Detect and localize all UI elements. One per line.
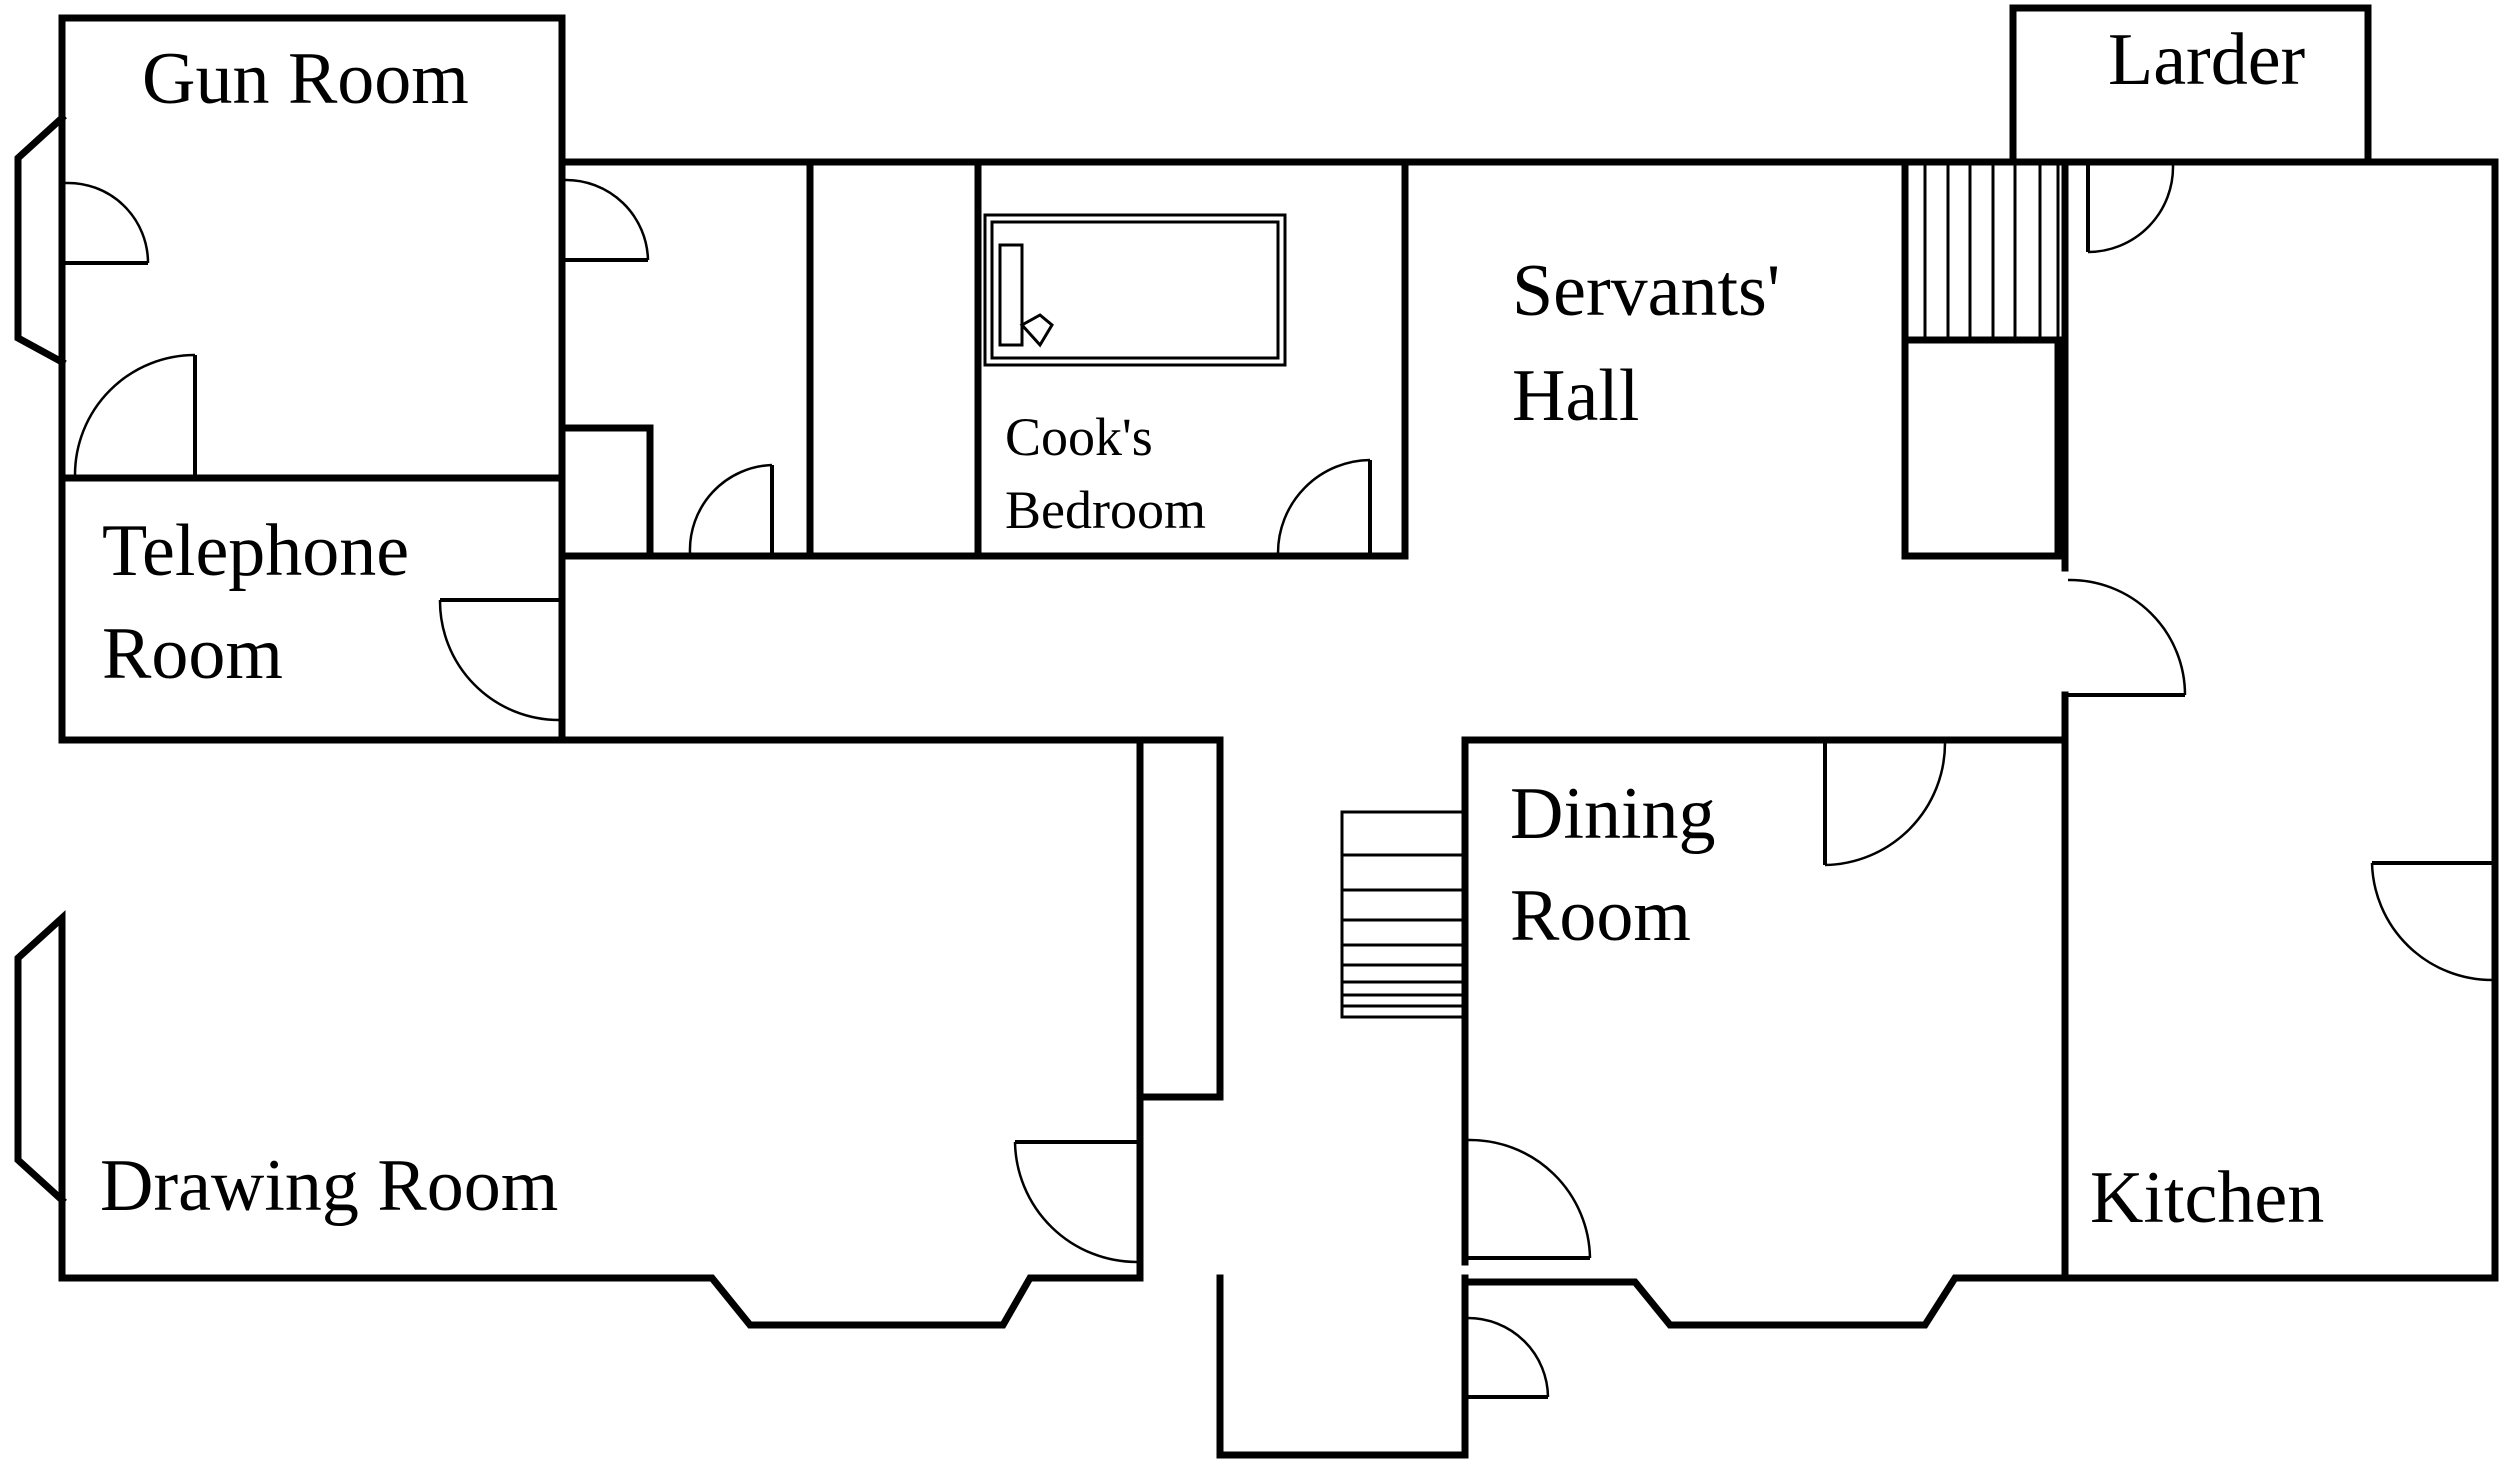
door-icon xyxy=(1013,1140,1138,1264)
wall-closet-1 xyxy=(558,424,654,560)
room-label-telephone-room-line2: Room xyxy=(102,613,283,695)
door-icon xyxy=(64,181,150,265)
door-icon xyxy=(2370,861,2493,982)
door-icon xyxy=(2086,164,2175,254)
door-icon xyxy=(1276,458,1372,554)
wall-corridor-north xyxy=(558,158,1409,560)
door-icon xyxy=(2067,578,2187,697)
wall-drawing-room xyxy=(14,736,1224,1329)
room-label-servants-hall-line2: Hall xyxy=(1512,355,1639,437)
doors xyxy=(64,164,2493,1399)
wall-larder xyxy=(2009,4,2372,166)
wall-gun-room-bay xyxy=(14,113,67,367)
door-icon xyxy=(438,598,560,722)
room-label-servants-hall-line1: Servants' xyxy=(1512,250,1780,332)
room-label-drawing-room: Drawing Room xyxy=(100,1145,558,1227)
room-label-kitchen: Kitchen xyxy=(2090,1157,2324,1239)
door-icon xyxy=(564,178,650,262)
door-icon xyxy=(1467,1138,1592,1260)
door-icon xyxy=(1823,742,1947,867)
walls xyxy=(14,4,2499,1459)
bed-icon xyxy=(983,213,1287,367)
wall-stair-block xyxy=(1901,336,2062,560)
room-label-larder: Larder xyxy=(2108,19,2305,101)
door-icon xyxy=(1467,1316,1550,1399)
door-icon xyxy=(73,353,197,476)
wall-kitchen-outer xyxy=(2061,158,2499,1282)
room-label-gun-room: Gun Room xyxy=(142,38,469,120)
room-labels: Gun Room Larder Servants' Hall Cook's Be… xyxy=(100,19,2324,1239)
room-label-dining-room-line2: Room xyxy=(1510,875,1691,957)
servants-stairs-icon xyxy=(1923,165,2060,338)
room-label-telephone-room-line1: Telephone xyxy=(102,510,409,592)
wall-entrance-hall xyxy=(1216,1274,1469,1459)
main-stairs-icon xyxy=(1340,810,1467,1019)
room-label-dining-room-line1: Dining xyxy=(1510,773,1716,855)
door-icon xyxy=(688,463,774,554)
room-label-cooks-bedroom-line2: Bedroom xyxy=(1005,480,1206,540)
room-label-cooks-bedroom-line1: Cook's xyxy=(1005,407,1153,467)
